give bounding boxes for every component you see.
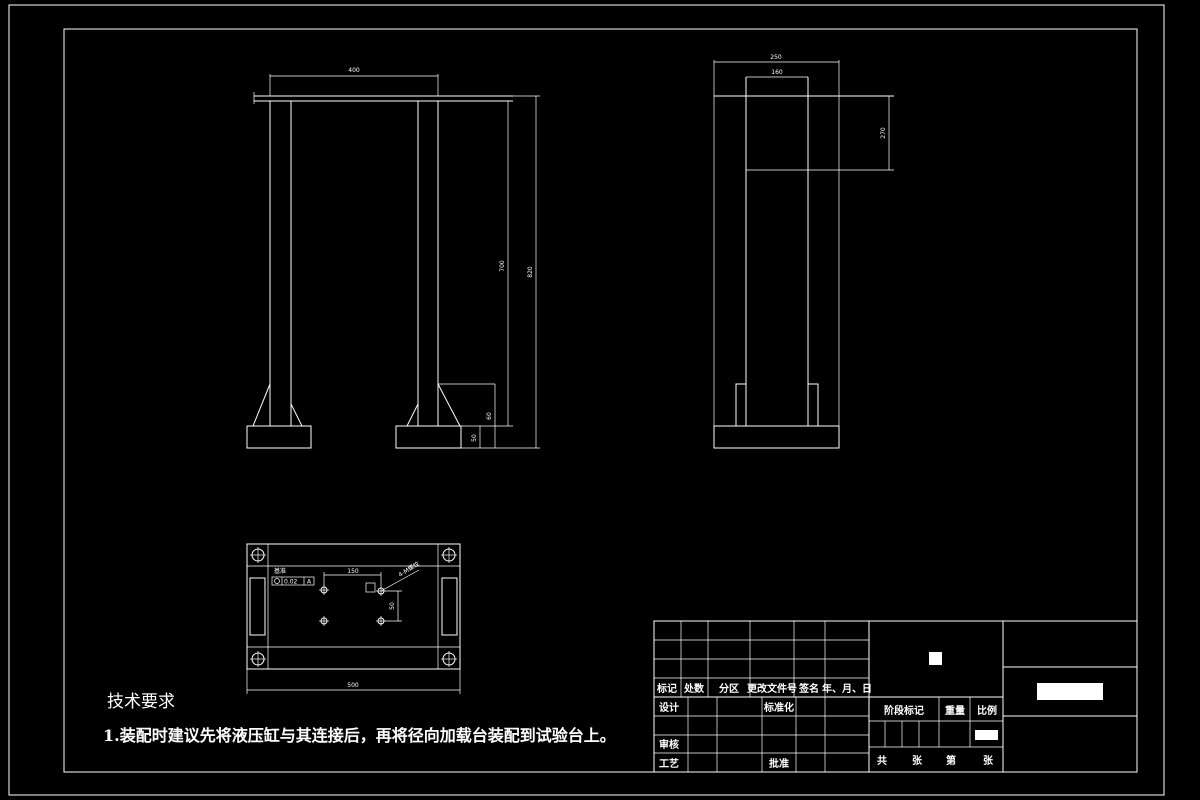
- front-view: 400 700 820 60 50: [246, 67, 540, 449]
- tb-mark: 标记: [656, 682, 677, 695]
- tb-process: 工艺: [659, 757, 679, 770]
- drawing-frame: [63, 28, 1138, 773]
- corner-hole-tr: [441, 547, 457, 563]
- tb-sheets-total: 共: [877, 754, 887, 767]
- tb-count: 处数: [683, 682, 705, 695]
- tb-sheets-unit1: 张: [912, 754, 923, 767]
- tb-scale: 比例: [977, 704, 997, 717]
- tolerance-frame: [271, 576, 315, 586]
- tb-signature: 签名: [798, 682, 819, 695]
- corner-hole-bl: [250, 651, 266, 667]
- tb-design: 设计: [659, 701, 679, 714]
- tb-sheets-unit2: 张: [983, 754, 994, 767]
- dim-gusset: 60: [486, 412, 493, 420]
- tb-sheet-no: 第: [946, 754, 956, 767]
- tb-change-doc: 更改文件号: [747, 682, 797, 695]
- tb-approve: 批准: [769, 757, 789, 770]
- plan-view: 150 50 4-M螺纹 基准 0.02 A 500: [246, 543, 461, 694]
- tb-zone: 分区: [719, 682, 739, 695]
- corner-hole-tl: [250, 547, 266, 563]
- dim-base-height: 50: [471, 434, 478, 442]
- dim-base-width: 500: [347, 682, 359, 689]
- dim-hole-y: 50: [389, 602, 396, 610]
- dim-side-column: 160: [771, 69, 783, 76]
- dim-total-height: 820: [527, 266, 534, 278]
- tapped-holes: [319, 585, 386, 626]
- dim-side-top: 270: [880, 127, 887, 139]
- dim-inner-height: 700: [499, 260, 506, 272]
- tb-date: 年、月、日: [822, 682, 872, 695]
- dim-side-width: 250: [770, 54, 782, 61]
- sheet-border: [8, 4, 1165, 796]
- technical-requirements: 技术要求 1.装配时建议先将液压缸与其连接后，再将径向加载台装配到试验台上。: [103, 692, 616, 745]
- drawing-name-placeholder: [929, 652, 942, 665]
- tb-standardization: 标准化: [763, 701, 794, 714]
- side-view: 250 160 270: [713, 54, 894, 449]
- drawing-number-placeholder: [1037, 683, 1103, 700]
- datum-label: 基准: [274, 567, 286, 575]
- dim-hole-x: 150: [347, 568, 359, 575]
- tolerance-datum: A: [307, 579, 312, 586]
- requirements-title: 技术要求: [107, 692, 175, 712]
- tb-weight: 重量: [945, 704, 965, 717]
- flatness-symbol: [365, 582, 376, 593]
- corner-hole-br: [441, 651, 457, 667]
- tb-stage-mark: 阶段标记: [884, 704, 924, 717]
- tb-review: 审核: [659, 738, 679, 751]
- dim-top-width: 400: [348, 67, 360, 74]
- tolerance-value: 0.02: [284, 579, 298, 586]
- requirement-item-1: 1.装配时建议先将液压缸与其连接后，再将径向加载台装配到试验台上。: [103, 726, 616, 745]
- title-block: 标记 处数 分区 更改文件号 签名 年、月、日 设计 标准化 审核 工艺 批准 …: [653, 620, 1138, 773]
- scale-placeholder: [975, 730, 998, 740]
